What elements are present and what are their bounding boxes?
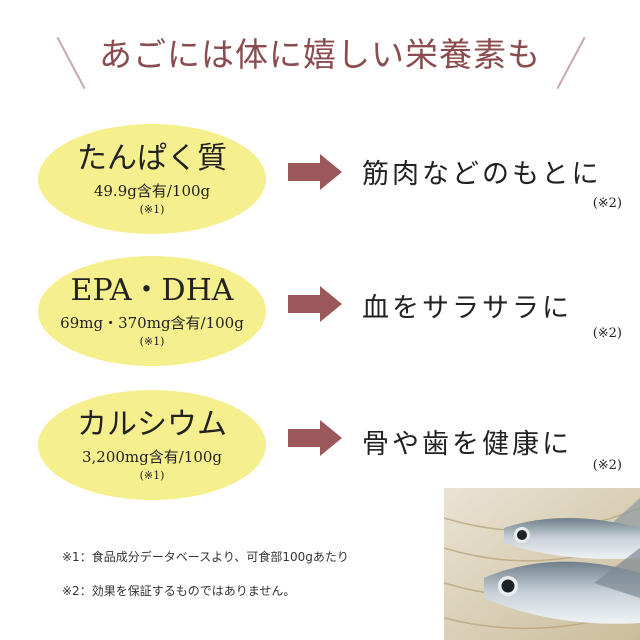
- effect-note: (※2): [592, 196, 622, 211]
- nutrient-badge-protein: たんぱく質 49.9g含有/100g (※1): [38, 124, 266, 234]
- footnote-2: ※2：効果を保証するものではありません。: [62, 584, 296, 598]
- nutrient-name: EPA・DHA: [70, 273, 234, 308]
- nutrient-amount: 69mg・370mg含有/100g: [60, 314, 244, 332]
- right-arrow-icon: [288, 154, 342, 190]
- nutrient-amount: 3,200mg含有/100g: [81, 448, 223, 466]
- effect-text: 筋肉などのもとに: [362, 159, 602, 190]
- nutrient-badge-calcium: カルシウム 3,200mg含有/100g (※1): [38, 390, 266, 500]
- nutrient-note: (※1): [139, 335, 165, 348]
- footnote-1: ※1：食品成分データベースより、可食部100gあたり: [62, 550, 349, 564]
- nutrient-note: (※1): [139, 203, 165, 216]
- nutrient-name: カルシウム: [77, 407, 227, 442]
- effect-text: 骨や歯を健康に: [362, 429, 572, 460]
- flying-fish-photo: [444, 488, 640, 640]
- right-arrow-icon: [288, 286, 342, 322]
- nutrient-badge-epa-dha: EPA・DHA 69mg・370mg含有/100g (※1): [38, 256, 266, 366]
- nutrient-name: たんぱく質: [77, 141, 227, 176]
- effect-text: 血をサラサラに: [362, 293, 572, 324]
- nutrient-amount: 49.9g含有/100g: [93, 182, 211, 200]
- page-title: あごには体に嬉しい栄養素も: [99, 35, 541, 74]
- right-arrow-icon: [288, 420, 342, 456]
- effect-note: (※2): [592, 326, 622, 341]
- effect-note: (※2): [592, 458, 622, 473]
- nutrient-note: (※1): [139, 469, 165, 482]
